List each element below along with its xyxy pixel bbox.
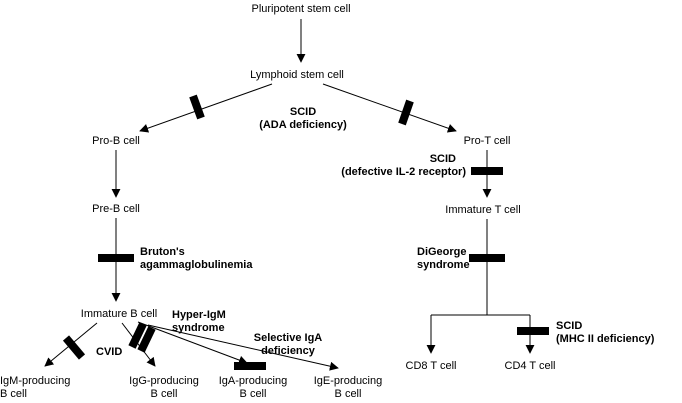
disease-scid-il2-line2: (defective IL-2 receptor): [341, 166, 466, 178]
node-iga-producing-b-cell: IgA-producing B cell: [219, 375, 288, 401]
disease-brutons-line1: Bruton's: [140, 246, 185, 258]
connector-to-igg: [121, 322, 156, 367]
disease-digeorge-line1: DiGeorge: [417, 246, 467, 258]
node-pro-t-cell: Pro-T cell: [463, 135, 511, 147]
block-bar-scid-ada-b-lineage: [189, 94, 205, 120]
node-immature-t-cell: Immature T cell: [445, 204, 521, 216]
connector-lymphoid-to-pro-t: [322, 83, 457, 133]
node-iga-line1: IgA-producing: [218, 375, 288, 387]
connector-to-ige: [147, 324, 339, 371]
node-lymphoid-stem-cell: Lymphoid stem cell: [250, 69, 344, 81]
node-ige-line2: B cell: [334, 388, 362, 400]
block-bar-hyper-igm-1: [128, 322, 147, 349]
disease-selective-iga-line1: Selective IgA: [253, 332, 323, 344]
node-cd8-t-cell: CD8 T cell: [405, 360, 457, 372]
block-bar-cvid: [62, 335, 86, 360]
disease-scid-il2-line1: SCID: [429, 153, 456, 165]
node-ige-line1: IgE-producing: [313, 375, 383, 387]
node-igm-line1: IgM-producing: [0, 375, 71, 387]
node-ige-producing-b-cell: IgE-producing B cell: [314, 375, 383, 401]
connector-lymphoid-to-pro-b: [139, 83, 273, 133]
node-igg-line1: IgG-producing: [129, 375, 199, 387]
block-bar-hyper-igm-2: [137, 326, 156, 353]
disease-scid-mhc2-line2: (MHC II deficiency): [556, 333, 655, 345]
disease-scid-mhc2-line1: SCID: [556, 320, 583, 332]
node-igm-line2: B cell: [0, 388, 27, 400]
disease-selective-iga-line2: deficiency: [261, 345, 315, 357]
disease-scid-ada: SCID (ADA deficiency): [259, 106, 347, 132]
node-igg-line2: B cell: [150, 388, 178, 400]
disease-selective-iga-deficiency: Selective IgA deficiency: [254, 332, 322, 358]
disease-hyper-igm-syndrome: Hyper-IgM syndrome: [172, 309, 226, 335]
node-igg-producing-b-cell: IgG-producing B cell: [129, 375, 199, 401]
block-bar-scid-ada-t-lineage: [398, 99, 414, 126]
node-immature-b-cell: Immature B cell: [80, 308, 158, 320]
disease-cvid: CVID: [96, 346, 123, 358]
disease-scid-ada-line2: (ADA deficiency): [259, 119, 347, 131]
node-pro-b-cell: Pro-B cell: [92, 135, 140, 147]
disease-hyper-igm-line1: Hyper-IgM: [172, 309, 226, 321]
connector-to-iga: [137, 321, 248, 365]
node-cd4-t-cell: CD4 T cell: [504, 360, 556, 372]
disease-scid-mhc2: SCID (MHC II deficiency): [556, 320, 654, 346]
node-pluripotent-stem-cell: Pluripotent stem cell: [251, 3, 351, 15]
disease-scid-ada-line1: SCID: [289, 106, 317, 118]
node-iga-line2: B cell: [239, 388, 267, 400]
node-igm-producing-b-cell: IgM-producing B cell: [0, 375, 70, 401]
disease-brutons-agammaglobulinemia: Bruton's agammaglobulinemia: [140, 246, 252, 272]
node-pre-b-cell: Pre-B cell: [92, 203, 140, 215]
disease-digeorge-line2: syndrome: [417, 259, 470, 271]
disease-brutons-line2: agammaglobulinemia: [140, 259, 253, 271]
disease-hyper-igm-line2: syndrome: [172, 322, 225, 334]
disease-digeorge-syndrome: DiGeorge syndrome: [417, 246, 470, 272]
disease-scid-il2-receptor: SCID (defective IL-2 receptor): [341, 153, 466, 179]
